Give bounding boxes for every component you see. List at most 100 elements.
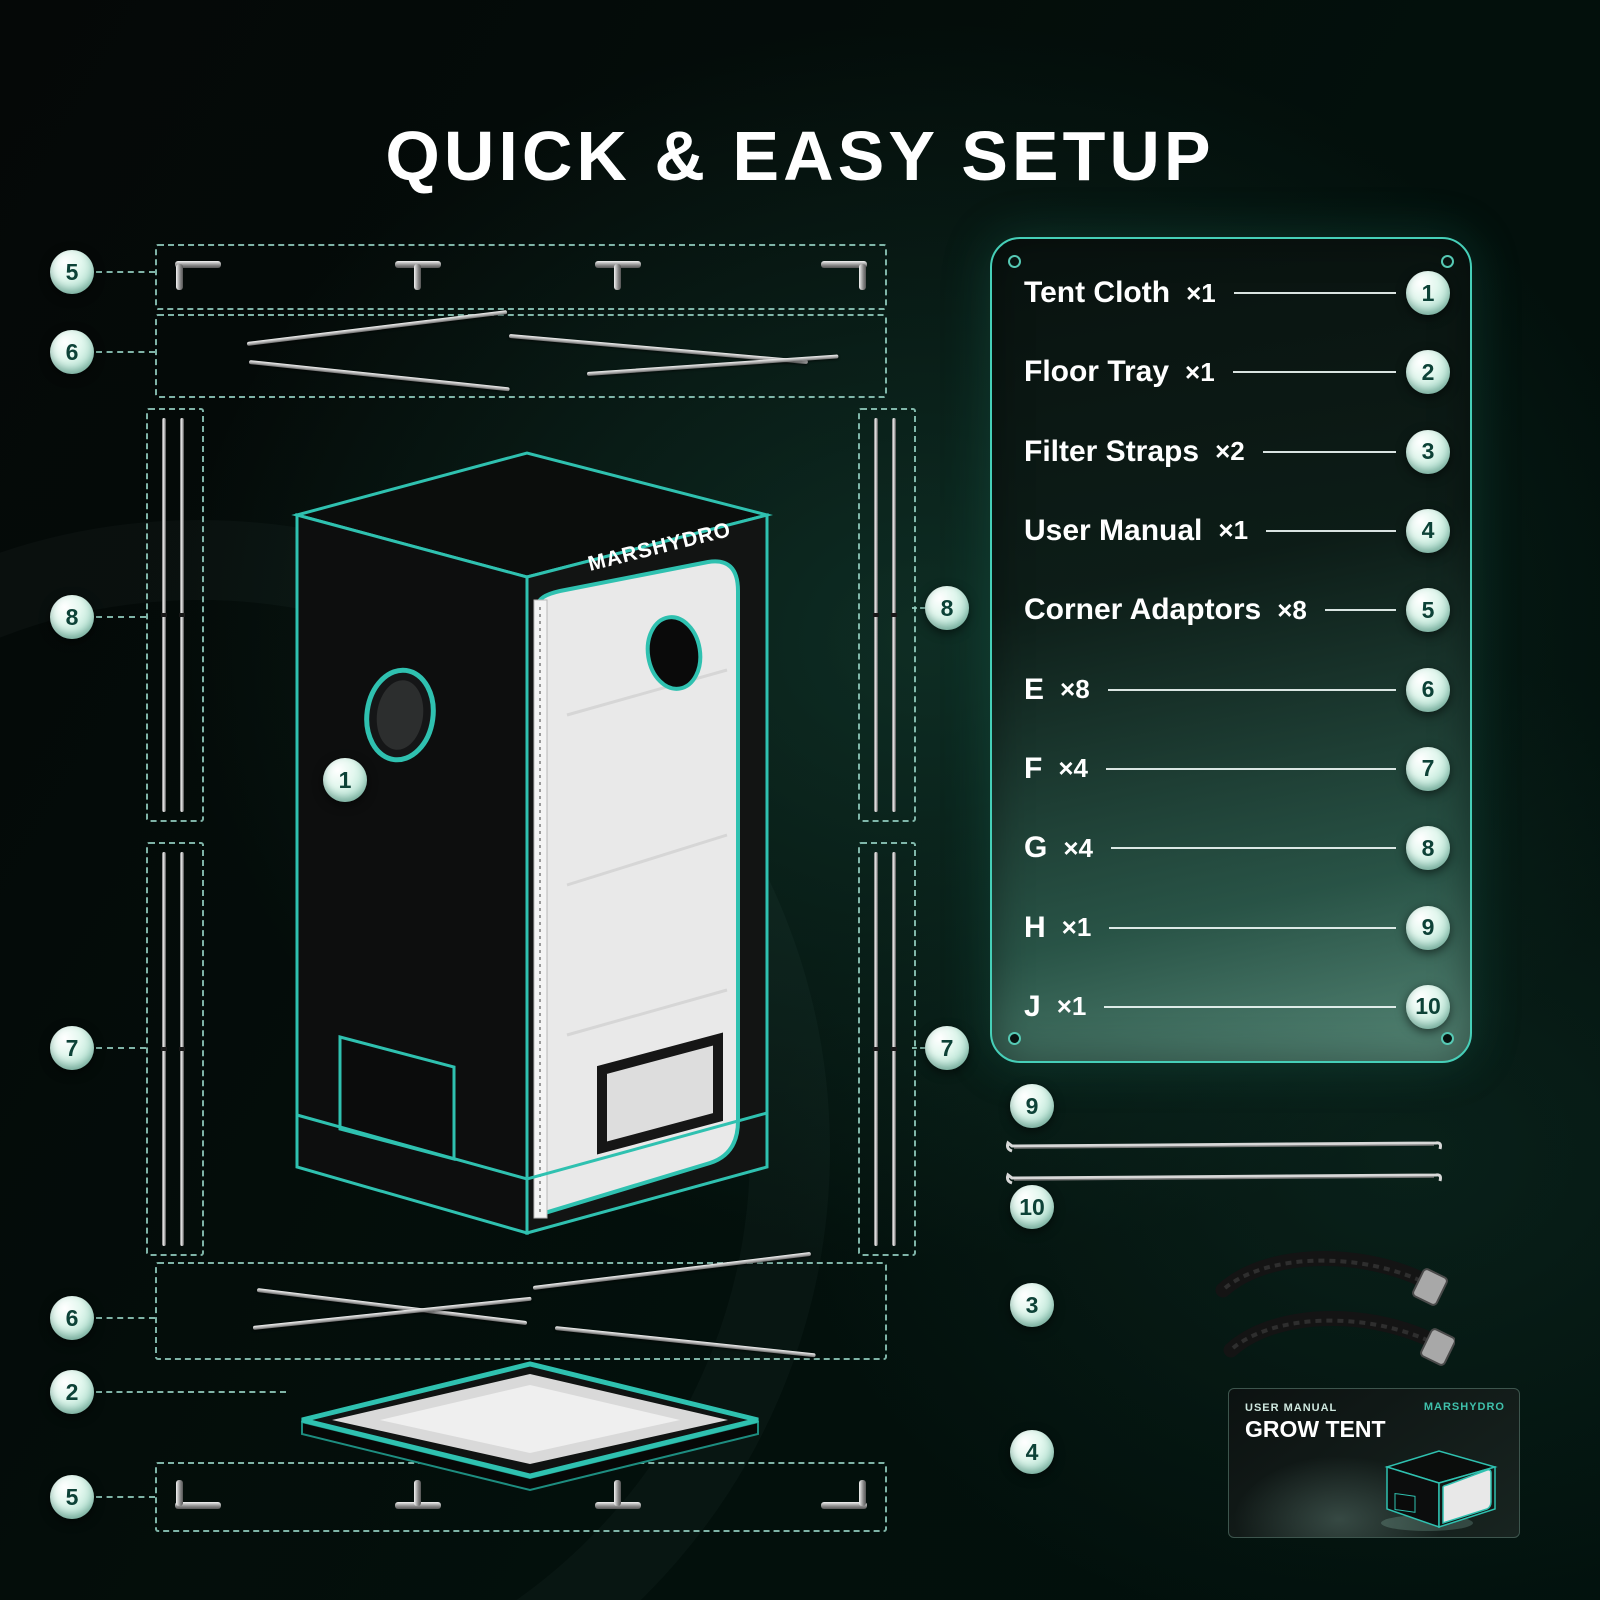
door-vent-frame xyxy=(597,1032,723,1155)
pole-icon xyxy=(161,418,167,812)
parts-row-j-pole: J ×1 10 xyxy=(1024,984,1450,1029)
parts-row-filter-straps: Filter Straps ×2 3 xyxy=(1024,429,1450,474)
floor-tray-illustration xyxy=(301,1361,759,1492)
pole-shade xyxy=(1013,1176,1435,1181)
right-lower-poles-box xyxy=(858,842,916,1256)
hanger-pole-j xyxy=(1006,1172,1442,1185)
part-label: Corner Adaptors xyxy=(1024,593,1262,627)
manual-tent-thumbnail xyxy=(1381,1450,1498,1531)
pole-icon xyxy=(891,852,897,1246)
part-qty: ×4 xyxy=(1063,832,1093,863)
part-connector-line xyxy=(1107,688,1396,691)
door-vent-port xyxy=(645,615,703,691)
panel-screw-dot xyxy=(1008,1032,1021,1045)
part-number-badge: 3 xyxy=(1406,429,1450,474)
parts-row-g-poles: G ×4 8 xyxy=(1024,826,1450,871)
part-label: Tent Cloth xyxy=(1024,276,1171,309)
callout-8-right: 8 xyxy=(925,586,969,630)
callout-8-left: 8 xyxy=(50,595,94,639)
part-connector-line xyxy=(1105,767,1396,770)
pole-icon xyxy=(179,418,185,812)
part-label: User Manual xyxy=(1024,513,1203,547)
pole-icon xyxy=(256,1288,528,1326)
thumbnail-window xyxy=(1394,1492,1416,1513)
corner-adaptor-icon xyxy=(175,258,221,292)
parts-list: Tent Cloth ×1 1 Floor Tray ×1 2 Filter S… xyxy=(1024,271,1450,1029)
pole-line xyxy=(1006,1172,1442,1185)
part-label: F xyxy=(1024,751,1043,785)
grow-tent-illustration: MARSHYDRO xyxy=(291,451,773,1235)
right-upper-poles-box xyxy=(858,408,916,822)
callout-4-manual: 4 xyxy=(1010,1430,1054,1474)
corner-adaptor-icon xyxy=(395,258,441,292)
parts-row-h-pole: H ×1 9 xyxy=(1024,905,1450,950)
left-upper-poles-box xyxy=(146,408,204,822)
left-lower-poles-box xyxy=(146,842,204,1256)
callout-connector xyxy=(96,271,155,273)
part-number-badge: 10 xyxy=(1406,984,1450,1029)
door-sheen-line xyxy=(566,988,728,1037)
part-qty: ×1 xyxy=(1056,991,1087,1022)
callout-7-right: 7 xyxy=(925,1026,969,1070)
parts-row-corner-adaptors: Corner Adaptors ×8 5 xyxy=(1024,588,1450,633)
manual-header: USER MANUAL xyxy=(1245,1402,1338,1414)
callout-2-tray: 2 xyxy=(50,1370,94,1414)
part-label: H xyxy=(1024,910,1046,944)
adaptor-bar xyxy=(859,1480,866,1506)
corner-adaptor-icon xyxy=(395,1478,441,1512)
adaptor-bar xyxy=(821,1502,867,1509)
callout-10-pole: 10 xyxy=(1010,1185,1054,1229)
page-title: QUICK & EASY SETUP xyxy=(385,117,1215,195)
door-sheen-line xyxy=(566,668,728,717)
part-qty: ×1 xyxy=(1186,277,1216,308)
adaptor-bar xyxy=(859,264,866,290)
corner-adaptor-icon xyxy=(595,1478,641,1512)
side-vent-mesh xyxy=(376,680,424,750)
adaptor-bar xyxy=(821,261,867,268)
adaptor-bar xyxy=(176,264,183,290)
pole-shade xyxy=(1013,1144,1435,1149)
callout-connector xyxy=(96,616,146,618)
door-sheen-line xyxy=(566,833,728,887)
callout-6-top: 6 xyxy=(50,330,94,374)
strap-band xyxy=(1223,1311,1439,1358)
part-number-badge: 5 xyxy=(1406,588,1450,633)
corner-adaptor-icon xyxy=(595,258,641,292)
strap-stitching xyxy=(1231,1318,1428,1350)
part-connector-line xyxy=(1262,450,1396,453)
callout-connector xyxy=(96,1047,146,1049)
part-qty: ×4 xyxy=(1058,753,1088,784)
strap-band xyxy=(1215,1251,1431,1298)
pole-icon xyxy=(252,1296,532,1330)
part-number-badge: 1 xyxy=(1406,271,1450,315)
strap-stitching xyxy=(1223,1258,1420,1290)
part-number-badge: 4 xyxy=(1406,508,1450,553)
bottom-trim-piping xyxy=(296,1111,768,1181)
part-number-badge: 2 xyxy=(1406,350,1450,395)
callout-6-bottom: 6 xyxy=(50,1296,94,1340)
pole-icon xyxy=(873,852,879,1246)
parts-row-f-poles: F ×4 7 xyxy=(1024,746,1450,791)
part-label: J xyxy=(1024,989,1041,1023)
part-label: Floor Tray xyxy=(1024,355,1170,389)
pole-icon xyxy=(179,852,185,1246)
corner-adaptor-icon xyxy=(821,1478,867,1512)
strap xyxy=(1215,1251,1448,1306)
part-qty: ×1 xyxy=(1185,356,1215,387)
user-manual-card: USER MANUAL GROW TENT MARSHYDRO xyxy=(1228,1388,1520,1538)
pole-icon xyxy=(873,418,879,812)
strap-buckle xyxy=(1412,1268,1448,1306)
part-connector-line xyxy=(1104,1005,1396,1008)
part-number-badge: 7 xyxy=(1406,746,1450,791)
strap-buckle xyxy=(1420,1328,1455,1366)
callout-connector xyxy=(96,1317,155,1319)
corner-adaptors-top-box xyxy=(155,244,887,310)
part-qty: ×1 xyxy=(1218,515,1249,546)
panel-screw-dot xyxy=(1441,255,1454,268)
manual-title: GROW TENT xyxy=(1245,1416,1386,1442)
adaptor-bar xyxy=(414,1480,421,1506)
part-qty: ×1 xyxy=(1061,912,1092,943)
manual-brand: MARSHYDRO xyxy=(1423,1401,1505,1413)
adaptor-bar xyxy=(175,261,221,268)
part-number-badge: 8 xyxy=(1406,826,1450,871)
